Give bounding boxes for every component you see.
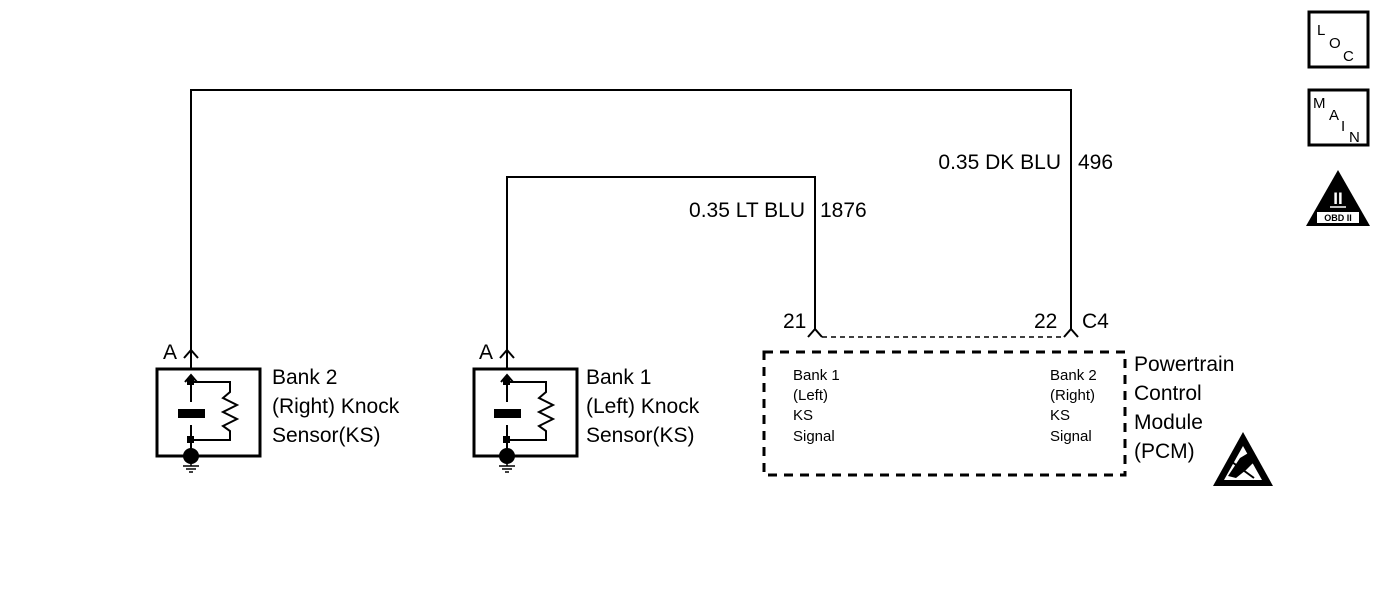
pcm-right-signal-2: (Right) bbox=[1050, 387, 1095, 404]
wire-dk-blu-496 bbox=[190, 89, 1072, 350]
resistor-symbol bbox=[191, 381, 240, 441]
pcm-left-signal-2: (Left) bbox=[793, 387, 828, 404]
junction-dot bbox=[503, 436, 510, 443]
pcm-pin-21-chevron bbox=[807, 327, 823, 338]
pcm-label-3: Module bbox=[1134, 411, 1203, 434]
pcm-right-signal-1: Bank 2 bbox=[1050, 367, 1097, 384]
junction-dot bbox=[503, 378, 510, 385]
sensor-bank1-label-3: Sensor(KS) bbox=[586, 424, 695, 447]
pcm-box bbox=[762, 350, 1127, 477]
junction-dot bbox=[187, 378, 194, 385]
pcm-pin-left: 21 bbox=[783, 310, 806, 333]
pcm-label-1: Powertrain bbox=[1134, 353, 1234, 376]
sensor-bank2-label-2: (Right) Knock bbox=[272, 395, 400, 418]
pcm-pin-22-chevron bbox=[1063, 327, 1079, 338]
pcm-module bbox=[762, 327, 1127, 477]
wires bbox=[190, 89, 1072, 350]
pcm-left-signal-3: KS bbox=[793, 407, 813, 424]
svg-text:C: C bbox=[1343, 48, 1354, 65]
sensor-bank2-connector: A bbox=[163, 341, 177, 364]
sensor-bank1-label-2: (Left) Knock bbox=[586, 395, 700, 418]
pcm-label-4: (PCM) bbox=[1134, 440, 1195, 463]
resistor-symbol bbox=[507, 381, 556, 441]
svg-text:A: A bbox=[1329, 107, 1339, 124]
piezo-element bbox=[494, 409, 521, 418]
wire-lt-blu-1876 bbox=[506, 176, 816, 350]
wire-lt-blu-label: 0.35 LT BLU bbox=[689, 199, 805, 222]
sensor-bank2-box bbox=[155, 367, 262, 458]
pcm-left-signal-4: Signal bbox=[793, 428, 835, 445]
svg-text:O: O bbox=[1329, 35, 1341, 52]
junction-dot bbox=[187, 436, 194, 443]
sensor-bank2-label-3: Sensor(KS) bbox=[272, 424, 381, 447]
sensor-bank1-connector: A bbox=[479, 341, 493, 364]
pcm-label-2: Control bbox=[1134, 382, 1202, 405]
sensor-bank2-label-1: Bank 2 bbox=[272, 366, 337, 389]
svg-text:I: I bbox=[1341, 118, 1345, 135]
obd-ii-icon[interactable]: II OBD II bbox=[1306, 170, 1370, 226]
wire-lt-blu-circuit: 1876 bbox=[820, 199, 867, 222]
pcm-right-signal-4: Signal bbox=[1050, 428, 1092, 445]
pcm-right-signal-3: KS bbox=[1050, 407, 1070, 424]
sensor-bank1: A bbox=[472, 341, 579, 473]
svg-text:L: L bbox=[1317, 22, 1325, 39]
svg-text:II: II bbox=[1333, 189, 1342, 208]
svg-text:M: M bbox=[1313, 95, 1326, 112]
sensor-bank1-label-1: Bank 1 bbox=[586, 366, 651, 389]
svg-text:OBD II: OBD II bbox=[1324, 213, 1352, 223]
sensor-bank1-box bbox=[472, 367, 579, 458]
sensor-bank2: A bbox=[155, 341, 262, 473]
esd-warning-icon bbox=[1213, 432, 1273, 486]
pcm-pin-right: 22 bbox=[1034, 310, 1057, 333]
pcm-left-signal-1: Bank 1 bbox=[793, 367, 840, 384]
wire-dk-blu-circuit: 496 bbox=[1078, 151, 1113, 174]
piezo-element bbox=[178, 409, 205, 418]
pcm-connector: C4 bbox=[1082, 310, 1109, 333]
loc-icon[interactable]: L O C bbox=[1307, 10, 1370, 69]
main-icon[interactable]: M A I N bbox=[1307, 88, 1370, 147]
svg-text:N: N bbox=[1349, 129, 1360, 146]
wire-dk-blu-label: 0.35 DK BLU bbox=[938, 151, 1061, 174]
